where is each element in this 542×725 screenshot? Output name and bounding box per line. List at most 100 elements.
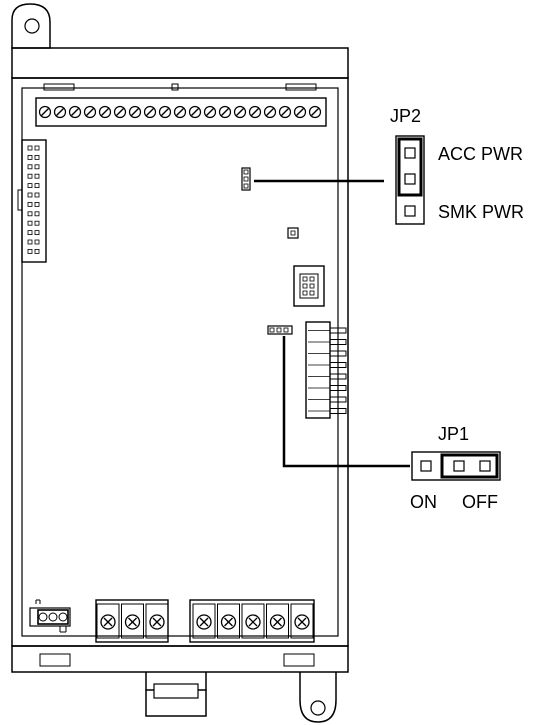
- terminal-screw-slot: [266, 108, 274, 116]
- six-pin-connector-inner: [299, 273, 319, 299]
- terminal-screws-top: [38, 105, 322, 119]
- terminal-screw: [149, 614, 165, 630]
- terminal-screw-slot: [236, 108, 244, 116]
- terminal-screw: [269, 614, 286, 630]
- terminal-screw: [245, 614, 261, 630]
- enclosure-outline: [11, 3, 51, 49]
- enclosure-top-rail: [11, 47, 349, 79]
- jp1-title: JP1: [438, 424, 470, 444]
- terminal-screw-cross: [152, 617, 162, 627]
- terminal-screw: [188, 105, 202, 119]
- terminal-screw-slot: [71, 108, 79, 116]
- terminal-screw-cross: [224, 617, 233, 627]
- jp2-label-smk-pwr: SMK PWR: [438, 202, 525, 222]
- ribbon-pin: [27, 201, 33, 207]
- ribbon-header-left-key: [17, 189, 23, 211]
- terminal-block-bottom-right: [189, 599, 315, 643]
- ribbon-pin: [34, 173, 40, 179]
- mounting-hole-top: [24, 18, 40, 34]
- pin-header-right-body: [305, 321, 331, 419]
- rail-notch: [285, 83, 317, 91]
- rail-clip: [39, 653, 71, 667]
- jp2-board-header: [241, 167, 251, 191]
- terminal-screw: [83, 105, 97, 119]
- terminal-screw-slot: [176, 108, 184, 116]
- terminal-strip-top: [35, 97, 327, 127]
- terminal-screw: [100, 614, 116, 630]
- terminal-screw: [143, 105, 157, 119]
- ribbon-header-left: [21, 139, 47, 263]
- terminal-screw: [128, 105, 142, 119]
- small-component: [287, 227, 299, 239]
- connector-pin: [309, 283, 315, 289]
- enclosure-bottom-rail: [11, 645, 349, 673]
- terminal-screw: [220, 614, 237, 630]
- terminal-screw-slot: [41, 108, 49, 116]
- terminal-screw: [173, 105, 187, 119]
- ribbon-pin: [34, 164, 40, 170]
- terminal-screw-slot: [206, 108, 214, 116]
- small-component-inner: [290, 230, 296, 236]
- terminal-screw: [308, 105, 322, 119]
- jp2-title: JP2: [390, 106, 422, 126]
- terminal-cell: [145, 603, 169, 639]
- terminal-screw-slot: [86, 108, 94, 116]
- ribbon-pin: [27, 239, 33, 245]
- terminal-screw-cross: [297, 617, 307, 627]
- terminal-screw: [124, 614, 141, 630]
- ribbon-pin: [27, 248, 33, 254]
- terminal-screw: [53, 105, 67, 119]
- terminal-screw-slot: [116, 108, 124, 116]
- six-pin-connector: [293, 265, 325, 307]
- rail-notch: [171, 83, 179, 91]
- ribbon-pin: [34, 154, 40, 160]
- pcb-board: [21, 87, 339, 637]
- ribbon-pin: [34, 192, 40, 198]
- six-pin-connector-pins: [302, 276, 315, 296]
- terminal-screw-cross: [273, 617, 282, 627]
- ribbon-pin: [34, 183, 40, 189]
- ribbon-pin: [27, 183, 33, 189]
- terminal-screws-bottom-left: [96, 603, 169, 639]
- jp1-jumper-detail: [411, 451, 501, 481]
- terminal-screw-slot: [311, 108, 319, 116]
- jp1-label-on: ON: [410, 492, 437, 512]
- terminal-screw-slot: [146, 108, 154, 116]
- ribbon-pin: [34, 201, 40, 207]
- terminal-screw-slot: [191, 108, 199, 116]
- ribbon-pin: [34, 211, 40, 217]
- terminal-cell: [266, 603, 289, 639]
- connector-pin: [302, 290, 308, 296]
- terminal-screw-slot: [296, 108, 304, 116]
- ribbon-pin: [34, 230, 40, 236]
- ribbon-pin: [34, 239, 40, 245]
- terminal-screw-slot: [161, 108, 169, 116]
- enclosure-body: [11, 77, 349, 647]
- terminal-screw-slot: [221, 108, 229, 116]
- terminal-screw: [278, 105, 292, 119]
- ribbon-pin: [34, 145, 40, 151]
- terminal-screw: [294, 614, 310, 630]
- terminal-screw: [263, 105, 277, 119]
- ribbon-pin: [27, 220, 33, 226]
- terminal-screw: [158, 105, 172, 119]
- terminal-screw-slot: [101, 108, 109, 116]
- connector-pin: [302, 276, 308, 282]
- ribbon-pin: [27, 154, 33, 160]
- jp2-jumper-detail: [395, 135, 425, 225]
- terminal-screw: [203, 105, 217, 119]
- terminal-screw: [113, 105, 127, 119]
- jp1-label-off: OFF: [462, 492, 498, 512]
- terminal-screw: [38, 105, 52, 119]
- terminal-screw: [218, 105, 232, 119]
- terminal-screw: [98, 105, 112, 119]
- terminal-screw: [68, 105, 82, 119]
- rail-clip: [283, 653, 315, 667]
- terminal-screw-slot: [281, 108, 289, 116]
- terminal-screw: [248, 105, 262, 119]
- terminal-cell: [241, 603, 265, 639]
- ribbon-pin: [27, 192, 33, 198]
- terminal-cell: [96, 603, 120, 639]
- terminal-screw-cross: [199, 617, 209, 627]
- terminal-screw: [196, 614, 212, 630]
